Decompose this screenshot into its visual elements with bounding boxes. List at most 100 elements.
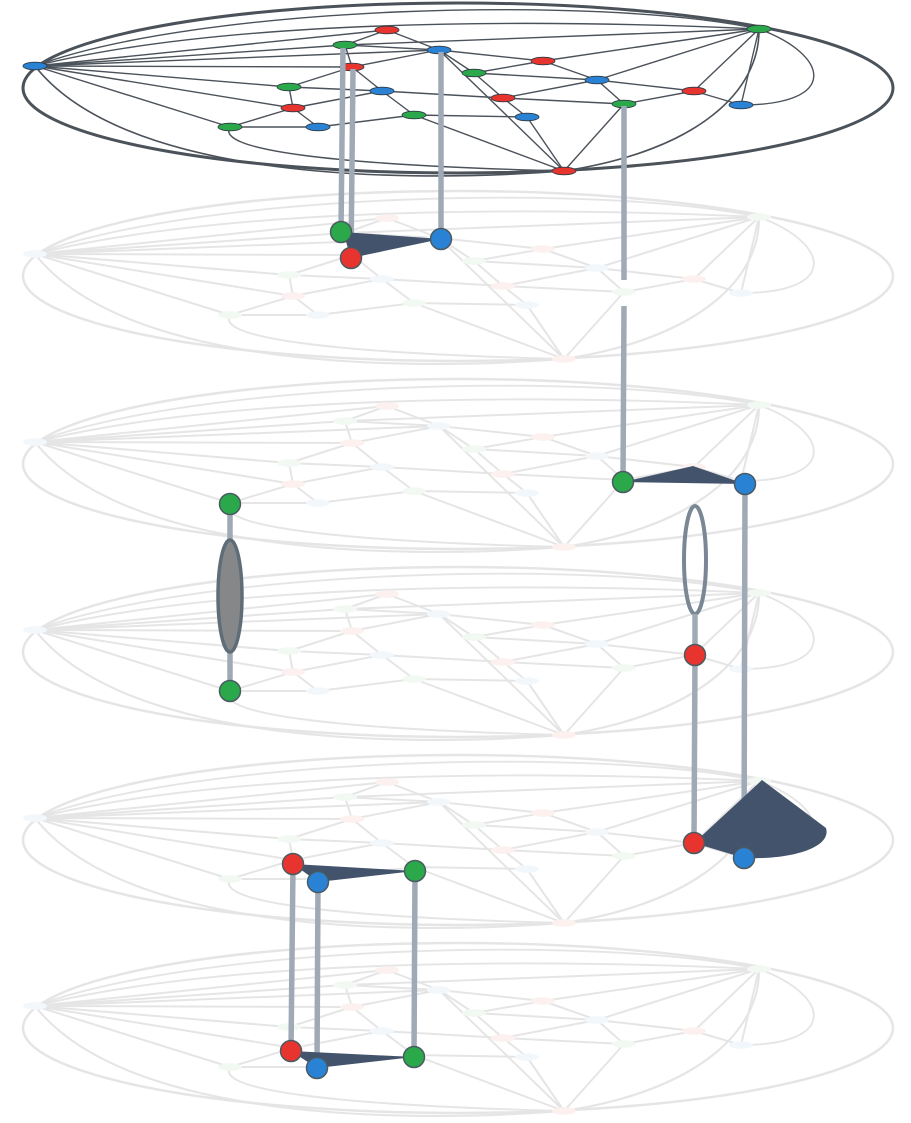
graph-node-blue: [729, 289, 753, 297]
graph-edge: [34, 441, 353, 444]
graph-node-red: [551, 166, 577, 176]
graph-edge: [381, 654, 415, 680]
graph-edge: [623, 842, 695, 857]
graph-node-red: [552, 1107, 576, 1115]
outer-curve-3: [34, 65, 565, 177]
graph-edge: [34, 989, 440, 1007]
graph-edge: [596, 267, 695, 280]
outer-curve-4: [563, 28, 760, 172]
graph-edge: [623, 90, 695, 105]
simplex-node-blue: [305, 1056, 329, 1080]
stem-red-3: [288, 863, 296, 1052]
graph-edge: [386, 781, 440, 803]
graph-node-blue: [427, 422, 451, 430]
graph-node-red: [281, 668, 305, 676]
graph-node-green: [333, 981, 357, 989]
graph-edge: [438, 237, 544, 250]
graph-edge: [502, 473, 528, 494]
graph-layer-3: [21, 377, 895, 553]
graph-node-green: [401, 110, 427, 120]
graph-node-blue: [515, 489, 539, 497]
graph-edge: [34, 629, 290, 652]
graph-edge: [542, 60, 598, 81]
graph-edge: [542, 1000, 598, 1021]
graph-edge: [381, 654, 504, 663]
graph-node-red: [375, 590, 399, 598]
graph-edge: [502, 643, 598, 663]
simplex-node-blue: [429, 227, 453, 251]
graph-edge: [473, 448, 504, 475]
graph-edge: [438, 613, 475, 638]
simplex-node-red: [281, 852, 305, 876]
graph-edge: [34, 253, 294, 297]
graph-node-green: [746, 24, 772, 34]
graph-edge: [34, 796, 346, 819]
graph-node-blue: [23, 626, 47, 634]
graph-edge: [292, 295, 319, 316]
graph-edge: [413, 114, 528, 118]
graph-edge: [563, 103, 625, 172]
graph-edge: [288, 462, 294, 485]
graph-edge: [526, 304, 565, 360]
graph-edge: [693, 278, 742, 294]
graph-edge: [502, 473, 625, 481]
graph-node-blue: [585, 1016, 609, 1024]
graph-node-green: [402, 299, 426, 307]
graph-edge: [351, 425, 440, 444]
graph-edge: [288, 650, 383, 656]
graph-edge: [34, 1005, 231, 1068]
graph-edge: [693, 780, 760, 844]
layer-outer-ring: [21, 189, 895, 363]
graph-node-green: [747, 401, 771, 409]
simplex-node-red: [279, 1039, 303, 1063]
graph-edge: [344, 608, 440, 615]
outer-curve-6: [740, 592, 815, 670]
graph-edge: [623, 278, 695, 293]
graph-node-blue: [585, 828, 609, 836]
graph-edge: [526, 868, 565, 924]
graph-node-blue: [23, 250, 47, 258]
graph-edge: [473, 248, 544, 262]
graph-layer-2: [21, 189, 895, 365]
graph-edge: [34, 65, 294, 109]
graph-edge: [351, 989, 440, 1008]
graph-edge: [473, 448, 598, 457]
graph-layer-6: [21, 941, 895, 1117]
graph-edge: [542, 624, 598, 645]
graph-edge: [344, 984, 440, 991]
graph-edge: [34, 217, 388, 255]
graph-edge: [344, 404, 760, 422]
graph-edge: [34, 44, 346, 67]
graph-edge: [473, 72, 598, 81]
graph-edge: [502, 849, 625, 857]
graph-edge: [502, 79, 598, 99]
graph-edge: [413, 490, 565, 548]
graph-node-green: [461, 68, 487, 78]
stem-green-4: [411, 870, 418, 1058]
graph-edge: [526, 492, 565, 548]
graph-edge: [473, 260, 504, 287]
graph-edge: [693, 1030, 742, 1046]
graph-node-green: [462, 633, 486, 641]
graph-edge: [413, 678, 528, 682]
graph-edge: [292, 671, 319, 692]
stem-green-1: [338, 47, 346, 233]
graph-node-red: [340, 815, 364, 823]
graph-edge: [34, 801, 440, 819]
graph-edge: [288, 1026, 383, 1032]
graph-edge: [34, 608, 346, 631]
layer-outer-ring: [21, 941, 895, 1115]
graph-edge: [413, 490, 528, 494]
graph-edge: [344, 984, 353, 1008]
graph-edge: [288, 274, 294, 297]
graph-edge: [344, 44, 440, 51]
graph-edge: [473, 812, 544, 826]
graph-node-red: [375, 214, 399, 222]
graph-edge: [596, 643, 625, 669]
graph-edge: [693, 592, 760, 656]
graph-edge: [502, 267, 598, 287]
graph-edge: [288, 838, 383, 844]
graph-edge: [502, 661, 625, 669]
graph-edge: [473, 260, 598, 269]
graph-edge: [34, 232, 346, 255]
